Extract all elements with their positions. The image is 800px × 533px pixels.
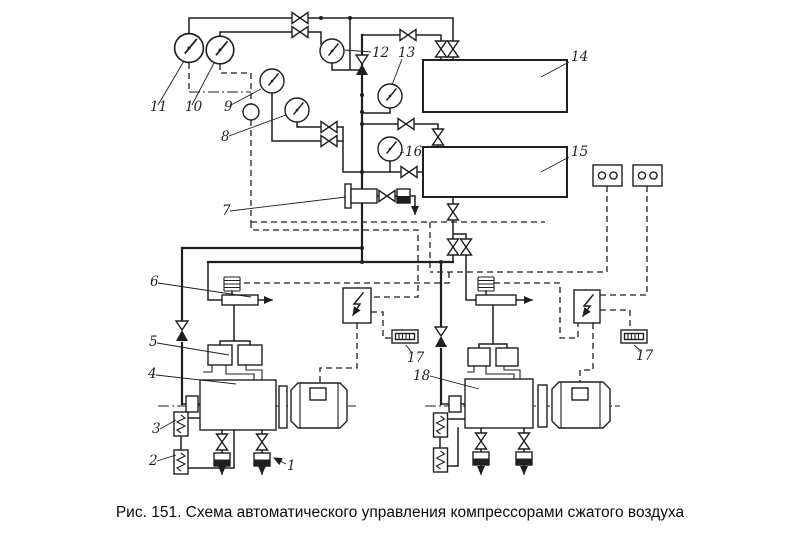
part-label-14: 14 xyxy=(571,49,588,65)
part-label-11: 11 xyxy=(150,99,167,115)
valve-icon xyxy=(446,40,460,58)
pressure-switch-box-2 xyxy=(632,164,663,187)
crankcase-fitting xyxy=(448,395,462,413)
check-valve-icon xyxy=(355,54,369,76)
drain-valve-icon xyxy=(517,432,531,450)
coupling xyxy=(278,385,288,429)
part-label-10: 10 xyxy=(185,99,203,115)
pressure-gauge-16 xyxy=(377,136,403,162)
air-receiver-15 xyxy=(422,146,568,198)
valve-icon xyxy=(291,11,309,25)
pressure-gauge-12 xyxy=(319,38,345,64)
label-leader-lines xyxy=(155,49,642,466)
coupling xyxy=(537,384,548,428)
valve-icon xyxy=(446,203,460,221)
water-jacket-icon xyxy=(173,411,189,437)
unloader-pilot-icon xyxy=(477,276,495,292)
figure-caption: Рис. 151. Схема автоматического управлен… xyxy=(116,504,685,521)
pressure-gauge-10 xyxy=(205,35,235,65)
crankcase-fitting xyxy=(185,395,199,413)
part-label-16: 16 xyxy=(405,144,423,160)
drain-traps xyxy=(213,451,533,467)
part-label-4: 4 xyxy=(147,366,157,382)
valve-icon xyxy=(320,120,338,134)
valve-icon xyxy=(291,25,309,39)
control-wiring-dashed xyxy=(188,63,648,388)
part-label-12: 12 xyxy=(372,45,389,61)
pressure-gauge-13 xyxy=(377,83,403,109)
water-jacket-icon xyxy=(432,447,449,473)
unloader xyxy=(475,294,517,306)
part-label-9: 9 xyxy=(224,99,233,115)
magnetic-starter-left xyxy=(342,287,372,324)
drain-trap-icon xyxy=(472,451,490,466)
valve-icon xyxy=(459,238,473,256)
part-label-15: 15 xyxy=(571,144,588,160)
air-receiver-14 xyxy=(422,59,568,113)
pressure-gauge-11 xyxy=(173,32,205,64)
part-label-3: 3 xyxy=(152,421,161,437)
part-label-7: 7 xyxy=(222,203,231,219)
valve-icon xyxy=(378,189,396,203)
drain-valve-icon xyxy=(215,433,229,451)
motor-terminal-box xyxy=(571,387,589,401)
part-label-1: 1 xyxy=(287,458,296,474)
terminal-block-17-right xyxy=(620,329,648,344)
part-label-17-left: 17 xyxy=(407,350,425,366)
part-label-6: 6 xyxy=(150,274,159,290)
drain-valve-icon xyxy=(474,432,488,450)
part-label-2: 2 xyxy=(148,453,158,469)
valve-icon xyxy=(399,28,417,42)
drain-trap-icon xyxy=(213,452,231,467)
part-label-17-right: 17 xyxy=(636,348,654,364)
check-valve-icon xyxy=(434,326,448,348)
part-number-labels: 11 10 9 8 12 13 14 15 16 7 6 5 4 3 2 1 1… xyxy=(147,45,654,474)
water-jacket-icon xyxy=(173,449,189,475)
valve-icon xyxy=(431,128,445,146)
water-jacket-icon xyxy=(432,412,449,438)
drain-trap-icon xyxy=(515,451,533,466)
terminal-block-17-left xyxy=(391,329,419,344)
drain-trap-icon xyxy=(253,452,271,467)
part-label-8: 8 xyxy=(221,129,230,145)
pressure-gauge-9 xyxy=(259,68,285,94)
electric-motor-right xyxy=(551,381,611,429)
valve-icon xyxy=(434,40,448,58)
motor-terminal-box xyxy=(309,387,327,401)
unloader-6 xyxy=(221,294,259,306)
pressure-sensor-bulb xyxy=(242,103,260,121)
part-label-5: 5 xyxy=(149,334,158,350)
magnetic-starter-right xyxy=(573,289,601,324)
part-label-13: 13 xyxy=(398,45,415,61)
pressure-gauge-8 xyxy=(284,97,310,123)
part-label-18: 18 xyxy=(413,368,431,384)
pressure-switch-box-1 xyxy=(592,164,623,187)
valve-icon xyxy=(446,238,460,256)
valve-icon xyxy=(400,165,418,179)
valve-icon xyxy=(397,117,415,131)
valve-icon xyxy=(320,134,338,148)
check-valve-icon xyxy=(175,320,189,342)
pipe-junction-dots xyxy=(319,16,443,264)
drain-valve-icon xyxy=(255,433,269,451)
unloader-pilot-icon xyxy=(223,276,241,292)
electric-motor-left xyxy=(290,382,348,429)
pressure-reducer-assembly xyxy=(344,183,411,209)
compressor-unit-right xyxy=(432,276,611,473)
compressor-unit-left xyxy=(173,276,348,475)
